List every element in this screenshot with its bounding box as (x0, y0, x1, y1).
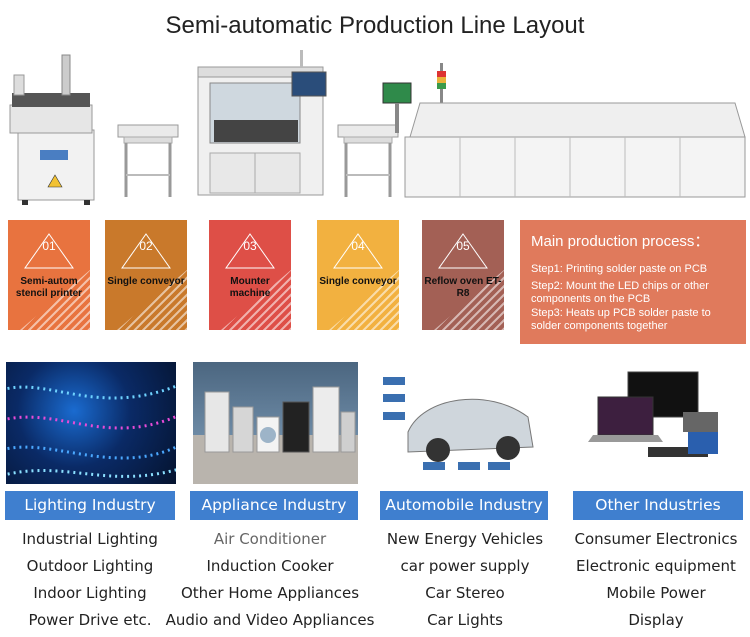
step-label: Mounter machine (229, 276, 271, 299)
industry-item: Car Lights (427, 611, 503, 629)
industry-item: Electronic equipment (576, 557, 736, 575)
industry-item: Mobile Power (606, 584, 706, 602)
industry-item: Audio and Video Appliances (165, 611, 375, 629)
main-process-box: Main production process： Step1: Printing… (520, 220, 746, 344)
appliance-industry-image (193, 362, 358, 484)
industry-item: Power Drive etc. (28, 611, 152, 629)
process-step-2: Step2: Mount the LED chips or other comp… (531, 280, 709, 305)
step-label: Semi-autom stencil printer (15, 276, 83, 299)
page-title: Semi-automatic Production Line Layout (165, 12, 585, 39)
step-label: Reflow oven ET-R8 (424, 276, 502, 299)
mounter-machine-image (197, 50, 327, 196)
step-label: Single conveyor (107, 276, 185, 287)
step-label: Single conveyor (319, 276, 397, 287)
industry-item: Other Home Appliances (180, 584, 360, 602)
production-line-illustration (9, 50, 746, 205)
conveyor-image-1 (117, 124, 179, 197)
other-industries-image (588, 362, 738, 484)
triangle-icon (333, 233, 383, 269)
stencil-printer-image (9, 54, 95, 205)
step-number: 04 (351, 239, 365, 253)
automobile-industry-image (378, 362, 548, 484)
industry-item: Indoor Lighting (33, 584, 147, 602)
process-step-3: Step3: Heats up PCB solder paste to sold… (531, 307, 711, 332)
industry-item: car power supply (400, 557, 530, 575)
triangle-icon (121, 233, 171, 269)
industry-item: New Energy Vehicles (386, 530, 544, 548)
industry-item: Induction Cooker (206, 557, 334, 575)
industry-item: Consumer Electronics (574, 530, 738, 548)
step-card-1: 01 Semi-autom stencil printer (8, 220, 90, 330)
step-card-5: 05 Reflow oven ET-R8 (422, 220, 504, 330)
industry-band-other: Other Industries (573, 491, 743, 520)
conveyor-image-2 (337, 124, 399, 197)
step-number: 05 (456, 239, 470, 253)
process-step-1: Step1: Printing solder paste on PCB (531, 263, 708, 275)
industry-band-automobile: Automobile Industry (380, 491, 548, 520)
industry-band-appliance: Appliance Industry (190, 491, 358, 520)
industry-item: Industrial Lighting (22, 530, 158, 548)
industry-item: Outdoor Lighting (26, 557, 154, 575)
triangle-icon (225, 233, 275, 269)
step-number: 01 (42, 239, 56, 253)
step-number: 03 (243, 239, 257, 253)
step-number: 02 (139, 239, 153, 253)
step-card-3: 03 Mounter machine (209, 220, 291, 330)
industry-item: Display (628, 611, 684, 629)
lighting-industry-image (6, 362, 176, 484)
step-card-2: 02 Single conveyor (105, 220, 187, 330)
reflow-oven-image (382, 63, 746, 198)
process-title: Main production process： (531, 233, 710, 250)
industry-band-lighting: Lighting Industry (5, 491, 175, 520)
industry-item: Air Conditioner (213, 530, 327, 548)
step-card-4: 04 Single conveyor (317, 220, 399, 330)
industry-item: Car Stereo (425, 584, 505, 602)
triangle-icon (24, 233, 74, 269)
triangle-icon (438, 233, 488, 269)
